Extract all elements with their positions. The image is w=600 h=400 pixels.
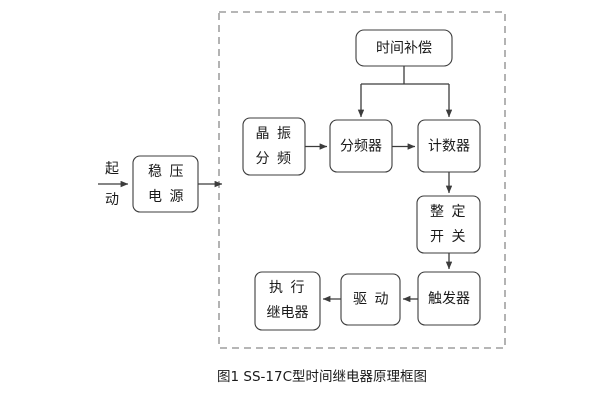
block-power-supply-line2: 电 源	[148, 189, 185, 205]
input-label-top: 起	[105, 161, 119, 177]
block-crystal-divider-line1: 晶 振	[256, 126, 293, 142]
block-crystal-divider-line2: 分 频	[256, 151, 293, 167]
block-time-compensation-label: 时间补偿	[376, 41, 432, 57]
block-output-relay-line2: 继电器	[267, 305, 309, 321]
block-counter-label: 计数器	[428, 139, 470, 155]
input-label-bottom: 动	[105, 192, 119, 208]
block-trigger-label: 触发器	[428, 291, 470, 307]
edge-compensation-bus	[361, 66, 449, 85]
block-setting-switch-line1: 整 定	[430, 204, 467, 220]
block-drive-label: 驱 动	[353, 292, 390, 308]
block-power-supply-line1: 稳 压	[148, 164, 185, 180]
block-setting-switch-line2: 开 关	[430, 229, 467, 245]
block-output-relay-line1: 执 行	[269, 280, 306, 296]
block-frequency-divider-label: 分频器	[340, 139, 382, 155]
figure-caption: 图1 SS-17C型时间继电器原理框图	[217, 369, 427, 385]
block-output-relay	[254, 271, 321, 331]
